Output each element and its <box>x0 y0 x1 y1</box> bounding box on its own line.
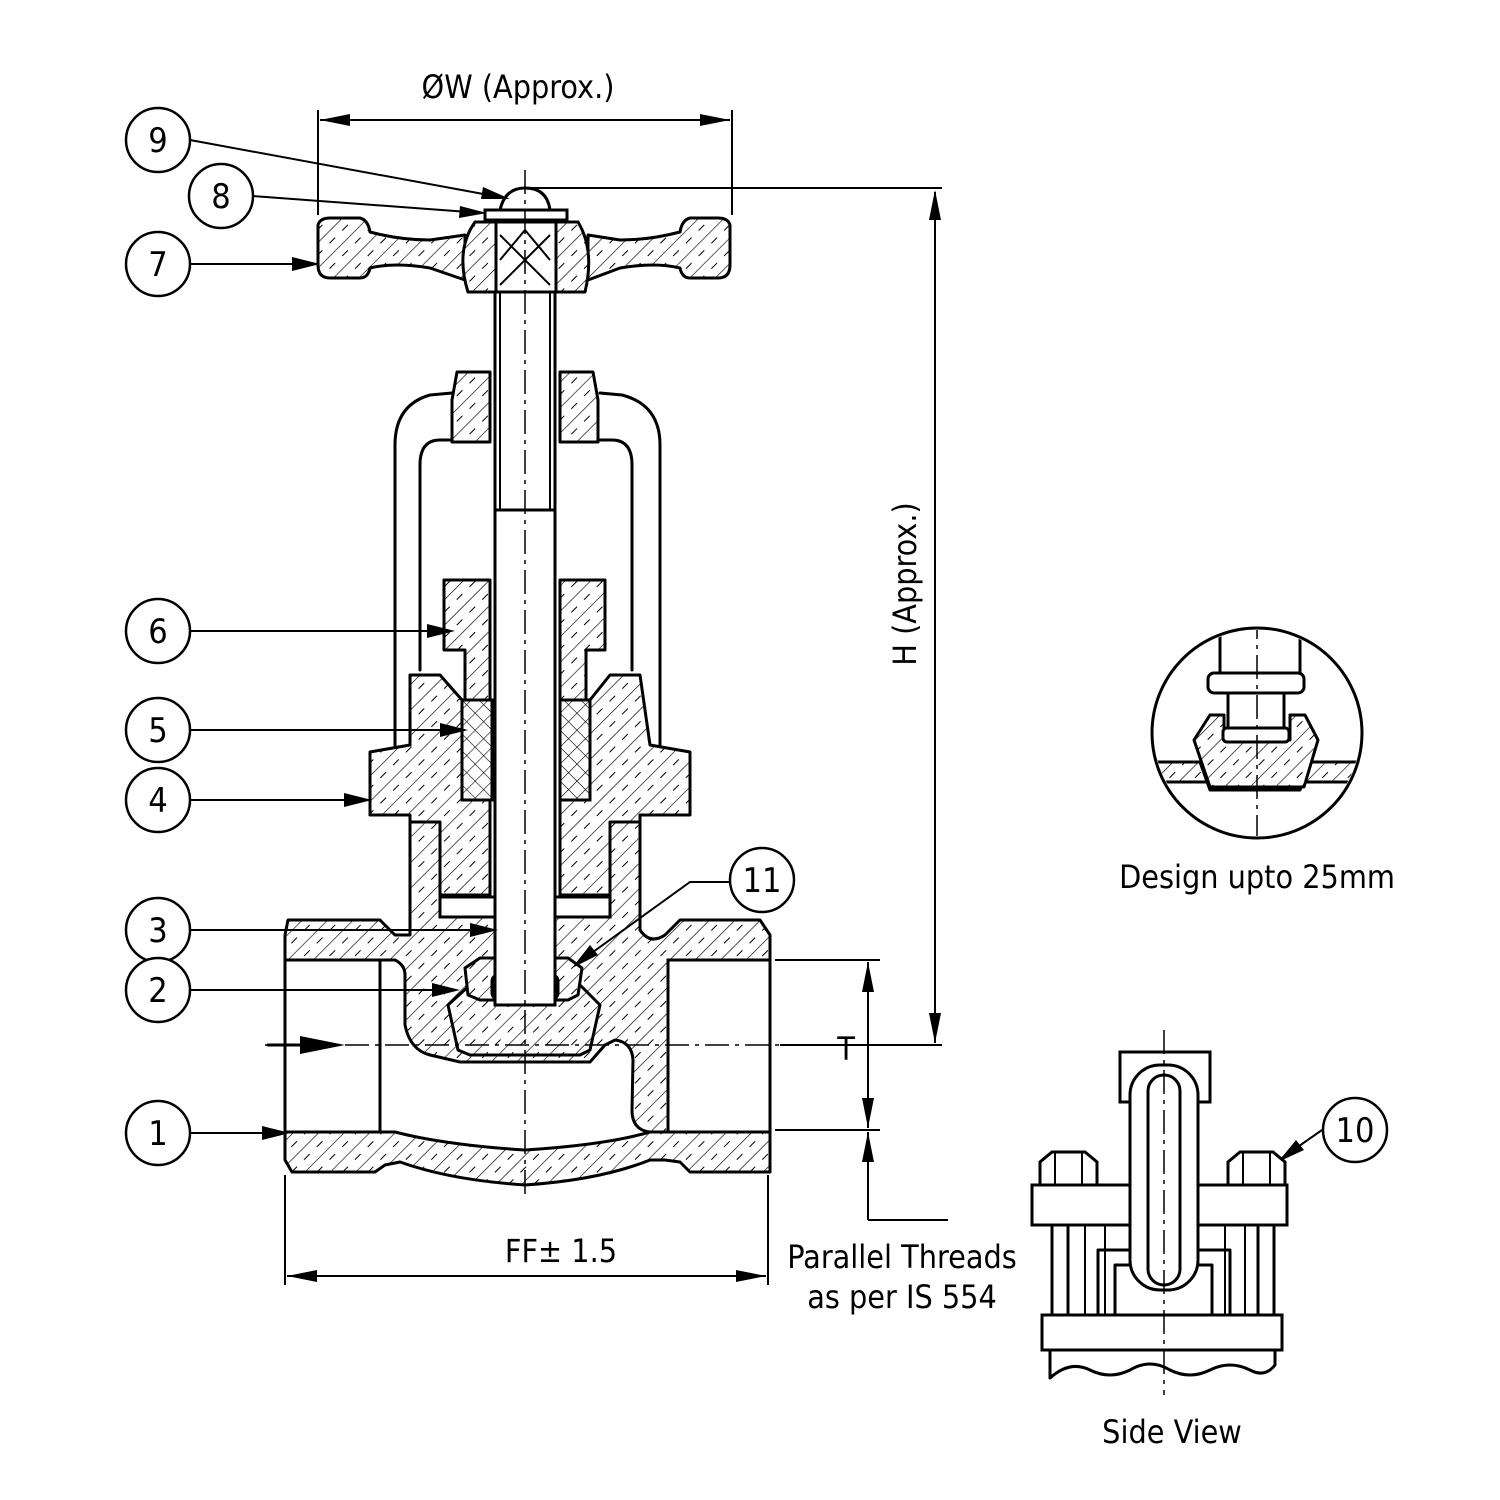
dim-h-label: H (Approx.) <box>886 502 924 665</box>
dim-t-label: T <box>836 1030 855 1068</box>
side-view-caption: Side View <box>1102 1413 1242 1451</box>
balloon-11: 11 <box>728 846 796 914</box>
thread-note-line1: Parallel Threads <box>787 1238 1016 1276</box>
svg-text:9: 9 <box>148 121 167 161</box>
svg-text:3: 3 <box>148 911 167 951</box>
balloon-leaders <box>189 139 1323 1162</box>
balloon-9: 9 <box>124 106 192 174</box>
handwheel <box>316 186 732 294</box>
svg-text:11: 11 <box>743 861 782 901</box>
balloon-4: 4 <box>124 766 192 834</box>
balloon-2: 2 <box>124 956 192 1024</box>
balloon-10: 10 <box>1321 1096 1389 1164</box>
dim-height: H (Approx.) <box>530 187 942 1046</box>
svg-text:10: 10 <box>1336 1111 1375 1151</box>
dim-w-label: ØW (Approx.) <box>422 68 615 106</box>
balloon-6: 6 <box>124 597 192 665</box>
dim-handwheel-diameter: ØW (Approx.) <box>317 68 733 215</box>
dim-thread-depth: T <box>775 959 948 1221</box>
svg-text:4: 4 <box>148 781 167 821</box>
dim-ff-tolerance: ± 1.5 <box>538 1232 617 1270</box>
balloon-3: 3 <box>124 896 192 964</box>
balloon-7: 7 <box>124 230 192 298</box>
detail-caption: Design upto 25mm <box>1119 858 1395 896</box>
stem <box>493 288 557 1007</box>
svg-text:1: 1 <box>148 1114 167 1154</box>
svg-text:7: 7 <box>148 245 167 285</box>
dim-ff-label: FF <box>505 1232 538 1270</box>
balloon-8: 8 <box>187 162 255 230</box>
svg-text:8: 8 <box>211 177 230 217</box>
side-view: Side View <box>1030 1030 1289 1451</box>
flow-arrow <box>266 1036 345 1054</box>
svg-text:6: 6 <box>148 612 167 652</box>
svg-text:2: 2 <box>148 971 167 1011</box>
balloon-5: 5 <box>124 696 192 764</box>
detail-view: Design upto 25mm <box>1119 626 1395 896</box>
yoke <box>368 370 692 897</box>
balloon-1: 1 <box>124 1099 192 1167</box>
svg-text:5: 5 <box>148 711 167 751</box>
thread-note-line2: as per IS 554 <box>807 1278 997 1316</box>
dim-face-to-face: FF ± 1.5 <box>284 1175 769 1285</box>
